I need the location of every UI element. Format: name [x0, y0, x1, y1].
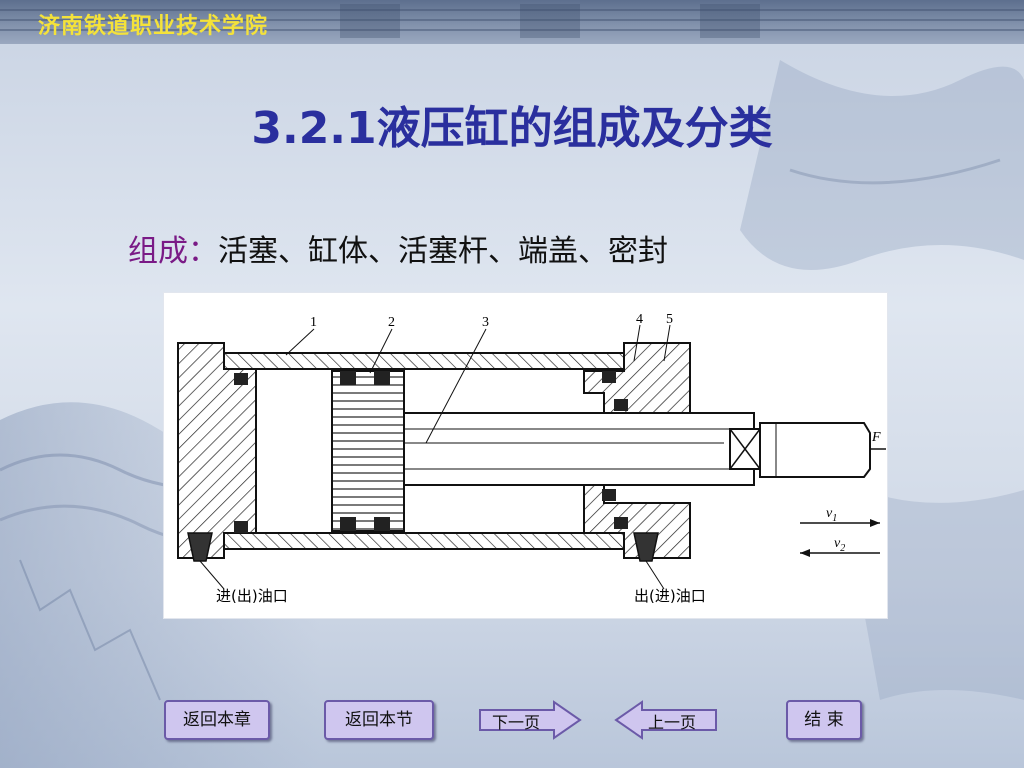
port-left-label: 进(出)油口 — [216, 587, 288, 605]
part-number-2: 2 — [388, 315, 395, 330]
previous-page-label: 上一页 — [648, 713, 697, 732]
header-pattern — [0, 4, 1024, 38]
gland-seal — [614, 517, 628, 529]
right-arrow-icon — [479, 700, 582, 740]
piston — [331, 370, 405, 532]
next-page-button[interactable]: 下一页 — [478, 700, 582, 740]
gland-seal — [602, 489, 616, 501]
school-name: 济南铁道职业技术学院 — [38, 14, 269, 39]
slide-title: 3.2.1液压缸的组成及分类 — [251, 103, 773, 154]
velocity-1-label: v1 — [826, 506, 837, 524]
barrel-bottom-wall — [223, 532, 625, 550]
hydraulic-cylinder-diagram: 1 2 3 4 5 F v1 v2 进(出)油口 出(进)油口 — [163, 292, 888, 619]
rod-thread — [759, 422, 871, 478]
right-oil-port — [633, 532, 659, 562]
cap-seal — [234, 373, 248, 385]
end-button[interactable]: 结 束 — [786, 700, 862, 740]
cap-seal — [234, 521, 248, 533]
right-end-cap — [583, 342, 691, 414]
velocity-2-label: v2 — [834, 536, 845, 554]
left-arrow-icon — [614, 700, 717, 740]
piston-seal — [374, 371, 390, 385]
previous-page-button[interactable]: 上一页 — [614, 700, 718, 740]
piston-seal — [340, 371, 356, 385]
part-number-4: 4 — [636, 312, 643, 327]
components-label: 组成： — [128, 234, 218, 269]
components-line: 组成：活塞、缸体、活塞杆、端盖、密封 — [128, 226, 668, 270]
barrel-top-wall — [223, 352, 625, 370]
piston-seal — [340, 517, 356, 531]
piston-seal — [374, 517, 390, 531]
components-text: 活塞、缸体、活塞杆、端盖、密封 — [218, 234, 668, 269]
gland-seal — [614, 399, 628, 411]
piston-rod — [403, 412, 755, 486]
port-right-label: 出(进)油口 — [634, 587, 706, 605]
gland-seal — [602, 371, 616, 383]
part-number-1: 1 — [310, 315, 317, 330]
left-oil-port — [187, 532, 213, 562]
header-bar: 济南铁道职业技术学院 — [0, 0, 1024, 44]
back-to-section-button[interactable]: 返回本节 — [324, 700, 434, 740]
back-to-chapter-button[interactable]: 返回本章 — [164, 700, 270, 740]
part-number-5: 5 — [666, 312, 673, 327]
part-number-3: 3 — [482, 315, 489, 330]
force-label: F — [871, 430, 881, 445]
next-page-label: 下一页 — [492, 713, 541, 732]
cylinder-drawing: 1 2 3 4 5 F v1 v2 进(出)油口 出(进)油口 — [177, 312, 886, 605]
